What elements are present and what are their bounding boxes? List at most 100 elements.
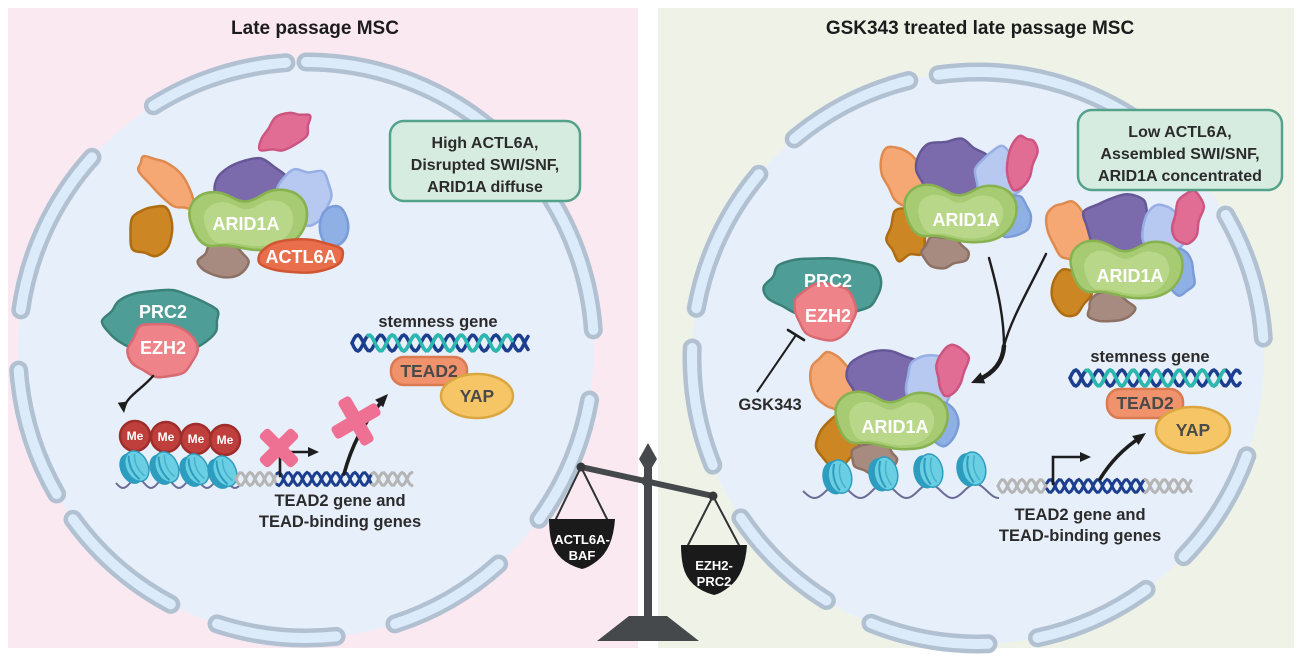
balance-right-pan-line-2: PRC2 bbox=[697, 574, 732, 589]
nucleosome-icon bbox=[179, 453, 210, 487]
dna-helix bbox=[366, 332, 514, 354]
inhibition-tbar bbox=[786, 328, 806, 342]
generated-art bbox=[9, 52, 1273, 654]
gene-caption-right-1: TEAD2 gene and bbox=[1014, 506, 1145, 524]
right-info-line-3: ARID1A concentrated bbox=[1098, 168, 1262, 185]
dna-helix bbox=[1045, 477, 1147, 495]
actl6a-label-left: ACTL6A bbox=[266, 247, 337, 267]
left-panel-title: Late passage MSC bbox=[231, 18, 399, 39]
arrow bbox=[987, 256, 1006, 348]
nucleosome-icon bbox=[149, 451, 180, 485]
me-label-3: Me bbox=[188, 432, 205, 446]
right-info-line-2: Assembled SWI/SNF, bbox=[1100, 146, 1259, 163]
arrowhead bbox=[117, 401, 128, 413]
left-blocked-arrows bbox=[259, 394, 388, 478]
dna-helix bbox=[1084, 367, 1226, 389]
dna-helix bbox=[996, 477, 1048, 495]
protein-blob bbox=[935, 343, 971, 398]
tead2-pill-left bbox=[389, 355, 469, 387]
dna-helix bbox=[234, 470, 278, 488]
me-label-4: Me bbox=[217, 433, 234, 447]
left-gene-dna bbox=[234, 470, 414, 488]
me-label-2: Me bbox=[158, 430, 175, 444]
blocked-x-icon bbox=[259, 428, 299, 468]
right-info-line-1: Low ACTL6A, bbox=[1128, 124, 1231, 141]
left-stemness-dna bbox=[350, 332, 530, 354]
balance-scale-icon bbox=[549, 443, 747, 641]
nucleosome-icon bbox=[956, 451, 987, 487]
orange-subunit-blob bbox=[136, 154, 197, 211]
yap-ellipse-right bbox=[1154, 405, 1232, 455]
left-info-line-3: ARID1A diffuse bbox=[427, 179, 543, 196]
arrowhead bbox=[308, 447, 319, 457]
nucleosome-icon bbox=[868, 456, 899, 492]
scale-post bbox=[644, 459, 652, 621]
nucleosome-icon bbox=[822, 459, 853, 495]
scale-base bbox=[597, 616, 699, 641]
arid1a-blob bbox=[834, 390, 949, 451]
tead2-label-left: TEAD2 bbox=[400, 361, 458, 381]
ezh2-blob bbox=[126, 322, 200, 379]
stemness-gene-label-left: stemness gene bbox=[378, 313, 497, 331]
right-panel-title: GSK343 treated late passage MSC bbox=[826, 18, 1135, 39]
scale-right-pan bbox=[681, 545, 747, 595]
tead2-pill-right bbox=[1105, 387, 1185, 420]
balance-left-pan-line-2: BAF bbox=[569, 548, 596, 563]
balance-left-pan-line-1: ACTL6A- bbox=[554, 532, 610, 547]
tead2-label-right: TEAD2 bbox=[1116, 393, 1174, 413]
gsk343-inhibition bbox=[756, 328, 806, 393]
left-info-line-2: Disrupted SWI/SNF, bbox=[411, 157, 559, 174]
arid1a-label-right-a: ARID1A bbox=[932, 210, 999, 230]
scale-strings bbox=[685, 495, 742, 550]
yap-ellipse-left bbox=[439, 372, 515, 420]
scale-finial bbox=[639, 443, 657, 474]
stemness-gene-label-right: stemness gene bbox=[1090, 348, 1209, 366]
pink-subunit-blob bbox=[257, 111, 312, 152]
me-label-1: Me bbox=[127, 429, 144, 443]
gsk343-label: GSK343 bbox=[738, 396, 801, 414]
me-mark-icon bbox=[208, 423, 242, 457]
yap-label-left: YAP bbox=[460, 386, 495, 406]
arid1a-label-right-c: ARID1A bbox=[861, 417, 928, 437]
arrow bbox=[1002, 252, 1048, 348]
scale-left-pan bbox=[549, 519, 615, 569]
arid1a-blob bbox=[903, 183, 1018, 244]
right-stemness-dna bbox=[1068, 367, 1242, 389]
ochre-subunit-blob bbox=[129, 204, 174, 258]
actl6a-blob bbox=[257, 238, 345, 274]
left-arrows bbox=[117, 374, 155, 413]
nucleosome-icon bbox=[207, 455, 238, 489]
gene-caption-left-2: TEAD-binding genes bbox=[259, 513, 421, 531]
right-chromatin bbox=[802, 451, 1000, 500]
left-info-box bbox=[388, 119, 582, 203]
arid1a-label-left: ARID1A bbox=[212, 214, 279, 234]
arrowhead bbox=[375, 394, 388, 408]
left-me-marks bbox=[118, 419, 242, 457]
left-complex-diffuse bbox=[129, 111, 350, 279]
protein-blob bbox=[1005, 134, 1039, 192]
ezh2-label-left: EZH2 bbox=[140, 338, 186, 358]
ezh2-label-right: EZH2 bbox=[805, 306, 851, 326]
scale-strings bbox=[553, 466, 610, 524]
right-info-box bbox=[1076, 108, 1284, 192]
right-gene-dna bbox=[996, 477, 1193, 495]
arid1a-label-right-b: ARID1A bbox=[1096, 266, 1163, 286]
arrow bbox=[1051, 455, 1088, 486]
gene-caption-right-2: TEAD-binding genes bbox=[999, 527, 1161, 545]
arrowhead bbox=[1080, 452, 1091, 462]
balance-right-pan-line-1: EZH2- bbox=[695, 558, 733, 573]
left-prc2-ezh2 bbox=[100, 288, 220, 379]
ezh2-blob bbox=[793, 281, 858, 342]
nucleosome-icon bbox=[119, 450, 150, 484]
right-arrows bbox=[971, 252, 1048, 384]
prc2-label-left: PRC2 bbox=[139, 302, 187, 322]
right-complexes bbox=[809, 134, 1206, 478]
arrowhead bbox=[1132, 433, 1146, 445]
left-info-line-1: High ACTL6A, bbox=[432, 135, 539, 152]
blocked-x-icon bbox=[331, 396, 381, 446]
left-chromatin bbox=[115, 450, 241, 489]
right-prc2-ezh2 bbox=[762, 256, 883, 342]
arrowhead bbox=[971, 372, 986, 384]
